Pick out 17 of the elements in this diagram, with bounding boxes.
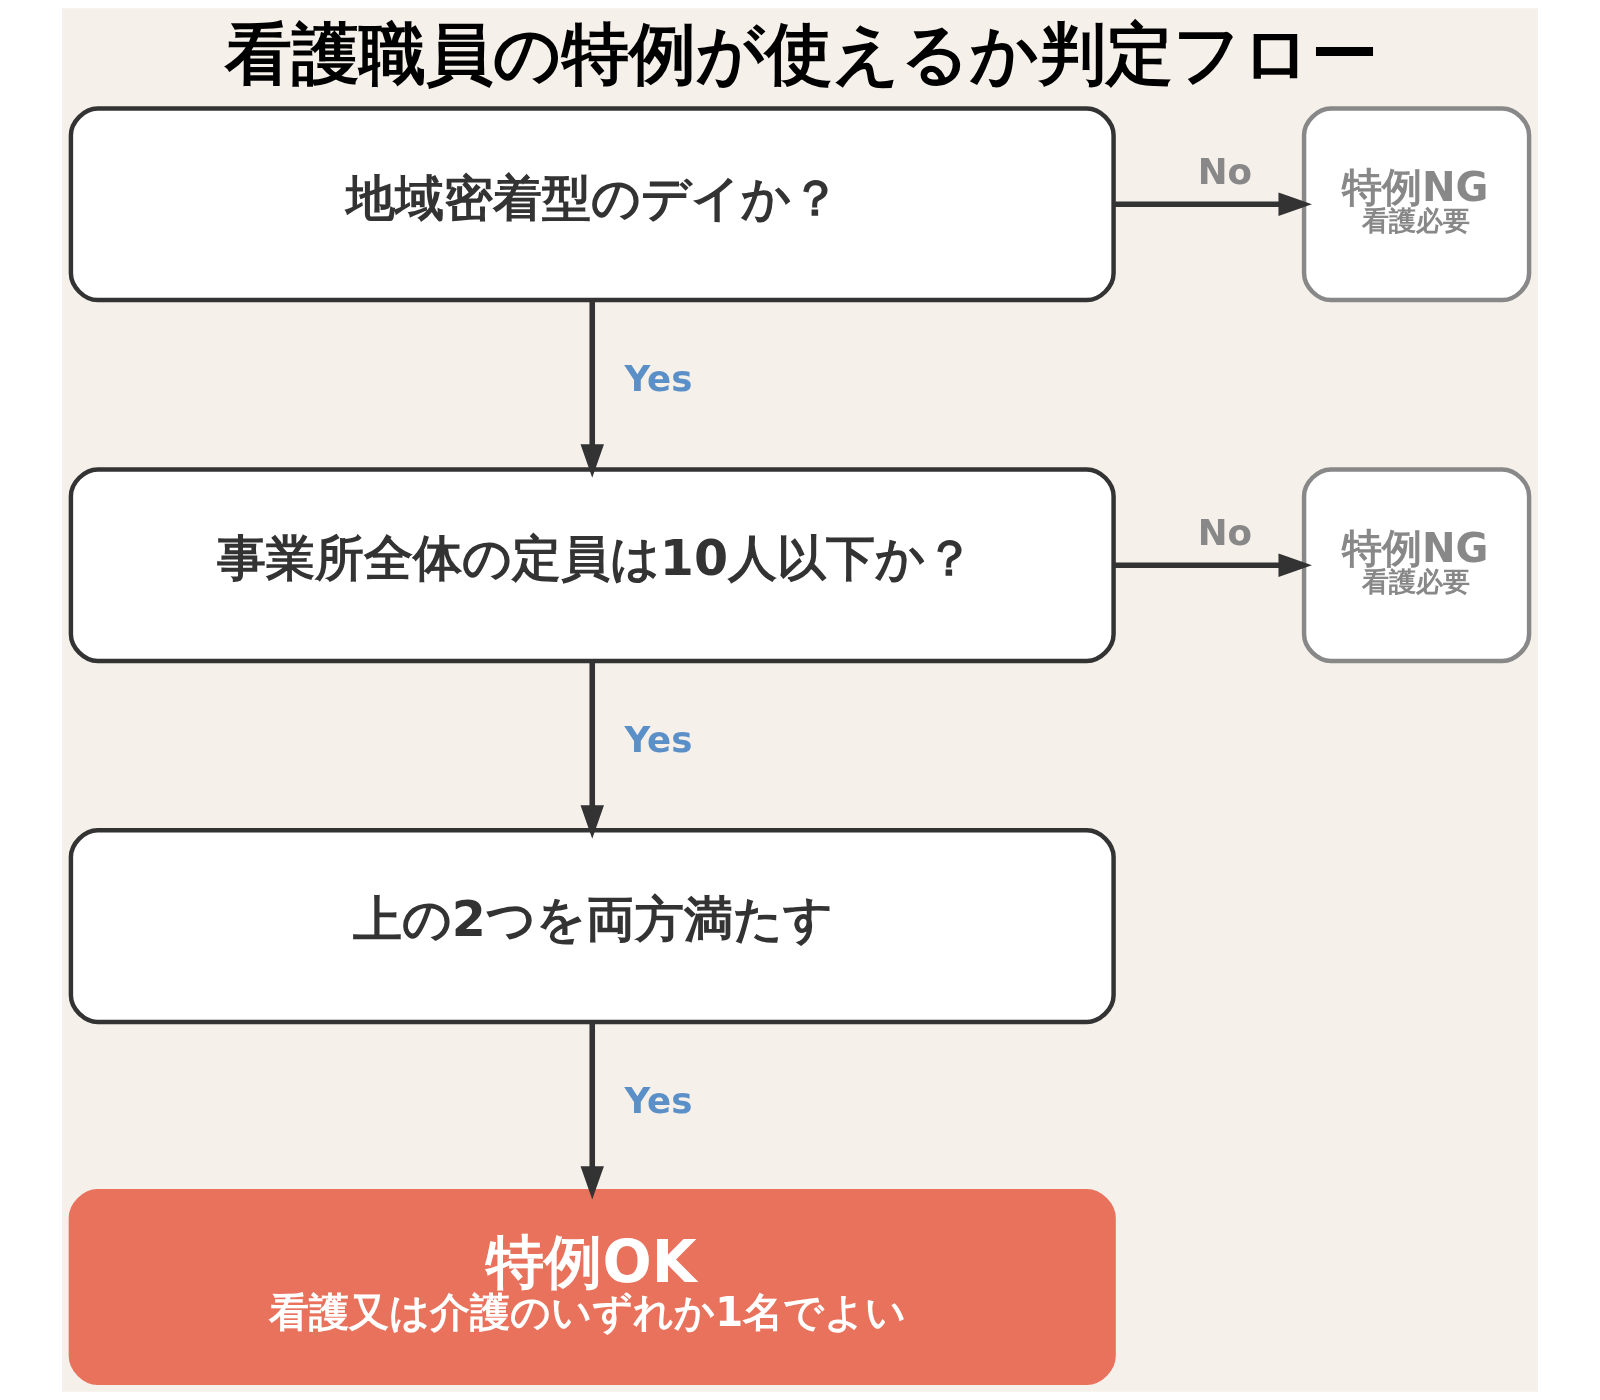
node-box: 特例NG 看護必要 [1301,467,1532,664]
arrow [1113,553,1312,577]
node-box: 特例OK 看護又は介護のいずれか1名でよい [68,1189,1116,1386]
edge-label: Yes [624,357,693,399]
edge-label: No [1197,150,1252,192]
arrow [580,661,604,839]
edge-label: No [1197,511,1252,553]
arrow [580,1022,604,1200]
edge-label: Yes [624,1079,693,1121]
node-box: 特例NG 看護必要 [1301,106,1532,303]
node-box: 事業所全体の定員は10人以下か？ [68,467,1116,664]
diagram-title: 看護職員の特例が使えるか判定フロー [225,15,1379,94]
node-box: 地域密着型のデイか？ [68,106,1116,303]
arrow [1113,192,1312,216]
edge-label: Yes [624,718,693,760]
node-box: 上の2つを両方満たす [68,828,1116,1025]
arrow [580,300,604,478]
